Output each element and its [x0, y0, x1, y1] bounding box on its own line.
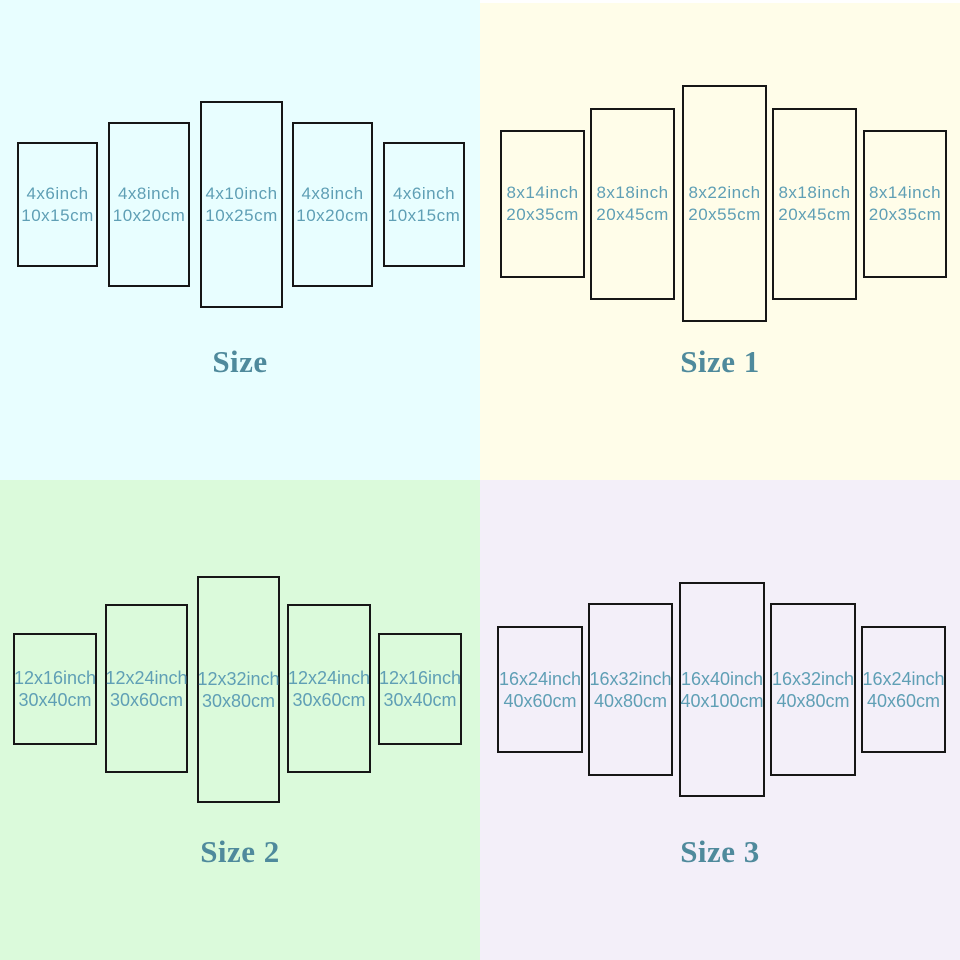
panel: 4x8inch 10x20cm [292, 122, 373, 287]
panel-size-cm: 30x40cm [383, 690, 457, 710]
panel: 8x18inch 20x45cm [590, 108, 675, 300]
panel-size-inch: 4x6inch [392, 183, 456, 203]
panel-size-cm: 20x35cm [868, 205, 942, 224]
panel-size-cm: 10x20cm [296, 205, 369, 225]
quadrant-size-2: 12x16inch 30x40cm 12x24inch 30x60cm 12x3… [0, 480, 480, 960]
panel: 4x6inch 10x15cm [17, 142, 98, 267]
panel: 4x10inch 10x25cm [200, 101, 283, 308]
panel: 12x32inch 30x80cm [197, 576, 280, 803]
panel-size-inch: 12x24inch [287, 667, 371, 688]
quadrant-size: 4x6inch 10x15cm 4x8inch 10x20cm 4x10inch… [0, 0, 480, 480]
panel-size-cm: 30x80cm [201, 690, 276, 711]
panel: 4x8inch 10x20cm [108, 122, 190, 287]
panel-size-inch: 12x24inch [105, 667, 188, 688]
panel-size-inch: 8x18inch [596, 183, 669, 202]
panel-size-inch: 4x8inch [117, 183, 181, 203]
panel-size-cm: 30x60cm [292, 689, 366, 710]
panel-size-cm: 20x45cm [596, 205, 669, 224]
quadrant-title: Size 2 [200, 834, 280, 869]
panel: 4x6inch 10x15cm [383, 142, 465, 267]
quadrant-title: Size [212, 344, 268, 379]
panel-size-cm: 40x100cm [680, 690, 764, 711]
quadrant-size-1: 8x14inch 20x35cm 8x18inch 20x45cm 8x22in… [480, 0, 960, 480]
panel-size-cm: 40x60cm [866, 690, 941, 711]
panel-size-inch: 4x6inch [26, 183, 89, 203]
panel: 12x16inch 30x40cm [13, 633, 97, 745]
panel-size-cm: 30x60cm [109, 689, 184, 710]
panel: 16x40inch 40x100cm [679, 582, 765, 797]
panel-size-cm: 10x25cm [205, 205, 278, 225]
panel: 12x24inch 30x60cm [287, 604, 371, 773]
panel-size-cm: 20x55cm [688, 204, 761, 224]
panel: 8x14inch 20x35cm [500, 130, 585, 278]
panel-size-inch: 16x24inch [498, 668, 582, 689]
panel-size-cm: 40x60cm [503, 690, 577, 711]
panel-size-inch: 4x8inch [301, 183, 364, 203]
panel-size-inch: 4x10inch [205, 183, 278, 203]
panel: 8x14inch 20x35cm [863, 130, 947, 278]
panel: 16x32inch 40x80cm [770, 603, 856, 776]
panel-size-inch: 12x32inch [197, 668, 280, 689]
quadrant-title: Size 3 [680, 834, 760, 869]
panel-size-inch: 8x22inch [688, 182, 761, 202]
panel-size-inch: 8x14inch [506, 183, 579, 202]
panel-size-cm: 40x80cm [776, 690, 850, 711]
panel-size-inch: 8x14inch [868, 183, 942, 202]
panel-size-inch: 16x32inch [771, 668, 855, 689]
panel-size-inch: 8x18inch [778, 183, 851, 202]
top-edge-strip [480, 0, 960, 3]
panel-size-inch: 12x16inch [13, 668, 97, 688]
panel: 8x18inch 20x45cm [772, 108, 857, 300]
panel: 16x24inch 40x60cm [497, 626, 583, 753]
quadrant-title: Size 1 [680, 344, 760, 379]
panel-size-cm: 10x15cm [387, 205, 461, 225]
panel: 12x16inch 30x40cm [378, 633, 462, 745]
panel: 16x24inch 40x60cm [861, 626, 946, 753]
panel: 16x32inch 40x80cm [588, 603, 673, 776]
panel-size-inch: 16x32inch [589, 668, 672, 689]
panel-size-cm: 30x40cm [18, 690, 92, 710]
panel-size-inch: 16x40inch [680, 668, 764, 689]
panel-size-cm: 10x20cm [112, 205, 186, 225]
panel-size-cm: 40x80cm [593, 690, 668, 711]
panel-size-inch: 12x16inch [378, 668, 462, 688]
panel-size-cm: 20x45cm [778, 205, 851, 224]
panel: 12x24inch 30x60cm [105, 604, 188, 773]
panel-size-cm: 10x15cm [21, 205, 94, 225]
panel-size-inch: 16x24inch [862, 668, 945, 689]
panel-size-cm: 20x35cm [506, 205, 579, 224]
quadrant-size-3: 16x24inch 40x60cm 16x32inch 40x80cm 16x4… [480, 480, 960, 960]
panel: 8x22inch 20x55cm [682, 85, 767, 322]
